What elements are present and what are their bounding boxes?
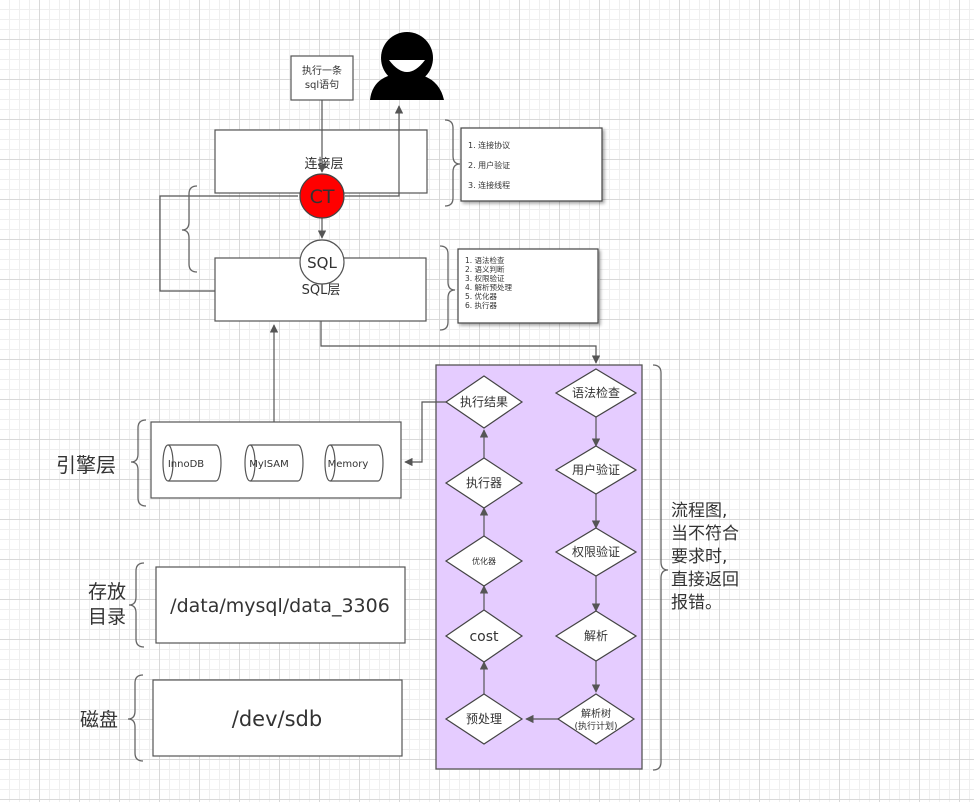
connection-notes-box [460,127,603,202]
flowchart-brace [652,364,669,771]
sql-note-item: 5. 优化器 [465,291,498,301]
disk-brace [127,674,144,762]
storage-path: /data/mysql/data_3306 [170,595,390,617]
storage-brace [128,562,145,648]
sql-circle [299,239,345,285]
sql-notes-box [457,248,599,324]
sql-layer-label: SQL层 [302,283,341,298]
myisam-label: MyISAM [249,459,289,470]
connection-note-item: 1. 连接协议 [468,140,510,150]
ct-circle [299,173,345,219]
exec-sql-note-line1: 执行一条 [302,64,342,77]
user-auth-label: 用户验证 [572,462,620,477]
flowchart-note-line: 要求时, [671,547,727,567]
syntax-check-node [554,368,638,418]
memory-cylinder [324,444,384,482]
exec-sql-note-box [290,55,354,101]
parse-tree-label-line2: (执行计划) [574,720,617,732]
cost-label: cost [469,629,499,645]
user-icon [370,32,444,100]
exec-result-node [444,375,524,429]
myisam-cylinder [244,444,304,482]
connection-note-item: 2. 用户验证 [468,160,510,170]
parse-node [554,610,638,662]
storage-label-line2: 目录 [88,606,126,628]
flowchart-note-line: 报错。 [671,593,722,613]
exec-sql-note-line2: sql语句 [305,78,339,91]
connection-layer-brace [444,119,461,207]
exec-result-label: 执行结果 [460,395,508,409]
preprocess-label: 预处理 [466,712,502,726]
connection-layer-label: 连接层 [304,156,343,172]
ct-label: CT [310,186,335,208]
parse-tree-node [556,693,636,745]
result-to-engine-connector [404,401,446,467]
preprocess-node [444,693,524,745]
sql-note-item: 3. 权限验证 [465,273,505,283]
sql-note-item: 4. 解析预处理 [465,282,513,292]
connection-note-item: 3. 连接线程 [468,180,510,190]
sql-note-item: 2. 语义判断 [465,264,505,274]
engine-layer-label: 引擎层 [56,453,116,477]
flowchart-note-line: 直接返回 [671,570,739,590]
storage-label-line1: 存放 [88,581,126,603]
disk-device: /dev/sdb [232,707,322,731]
storage-path-box [155,566,406,644]
optimizer-node [444,535,524,587]
optimizer-label: 优化器 [472,556,496,566]
disk-device-box [152,679,403,757]
sql-layer-brace [439,245,456,331]
sql-note-item: 6. 执行器 [465,300,498,310]
parse-label: 解析 [584,629,608,643]
user-auth-node [554,445,638,495]
sql-circle-label: SQL [307,254,337,272]
memory-label: Memory [328,459,369,470]
innodb-cylinder [162,444,222,482]
ct-to-user-connector [345,105,404,197]
sql-note-item: 1. 语法检查 [465,255,505,265]
permission-check-node [554,527,638,577]
disk-label: 磁盘 [80,709,118,731]
engine-layer-brace [130,419,147,507]
executor-node [444,457,524,509]
flowchart-note-line: 当不符合 [671,524,739,544]
flowchart-note-line: 流程图, [671,501,727,521]
sql-to-flowchart-connector [320,321,601,364]
syntax-check-label: 语法检查 [572,385,620,400]
cost-node [444,609,524,663]
sql-to-ct-return-connector [159,195,298,292]
executor-label: 执行器 [466,476,502,490]
parse-tree-label-line1: 解析树 [581,707,611,720]
innodb-label: InnoDB [168,459,204,470]
permission-check-label: 权限验证 [572,544,620,559]
layer-group-brace [181,185,198,273]
